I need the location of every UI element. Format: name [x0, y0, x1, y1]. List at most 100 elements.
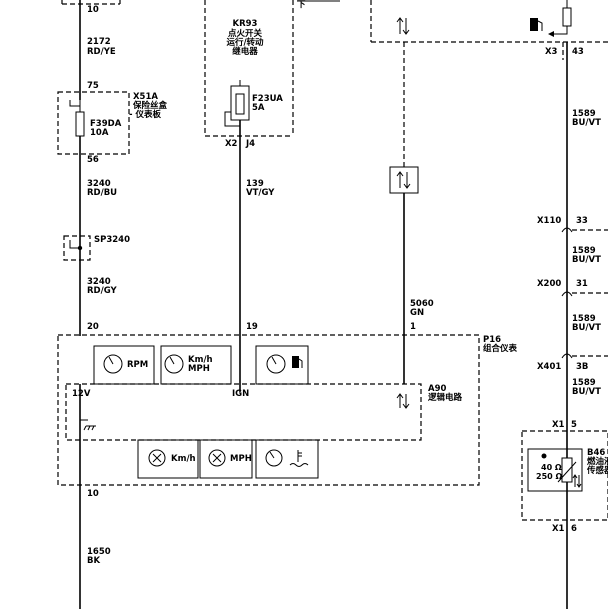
sensor-outer-box [521, 430, 608, 521]
fuse-block-id: X51A [133, 92, 158, 102]
conn-x110-pin: 33 [576, 216, 588, 226]
mid-wire: 139 VT/GY 19 [239, 120, 275, 392]
relay-fuse-rating: 5A [252, 103, 265, 113]
pin-12v: 12V [72, 389, 91, 399]
sensor-resistor-icon [561, 457, 573, 483]
relay-line3: 继电器 [232, 46, 258, 57]
fuse-block-name: 保险丝盒 [132, 100, 168, 111]
splice-box [63, 235, 91, 261]
right-seg2-circuit: 1589 [572, 246, 596, 256]
right-seg4-circuit: 1589 [572, 378, 596, 388]
sensor-sub: 传感器 [586, 465, 608, 476]
left-seg1-color: RD/YE [87, 47, 116, 57]
conn-x401-icon [561, 353, 573, 359]
sensor-top-connector: X1 [552, 420, 565, 430]
cluster-id: P16 [483, 335, 501, 345]
fuel-pump-icon [292, 356, 303, 368]
lamp-mph: MPH [230, 454, 252, 464]
fuse-block-sub: - 仪表板 [129, 109, 161, 120]
data-link-box [389, 166, 419, 194]
sensor-id: B46 [587, 448, 605, 458]
gauge-speed-b: MPH [188, 364, 210, 374]
fuse-id: F39DA [90, 119, 122, 129]
relay-line1: 点火开关 [228, 28, 263, 39]
data-arrows-top-icon [396, 17, 410, 35]
fuse-bottom-pin: 56 [87, 155, 99, 165]
left-seg3-circuit: 3240 [87, 277, 111, 287]
cluster-bottom-pin: 10 [87, 489, 99, 499]
mid-wire-color: VT/GY [246, 188, 275, 198]
internal-ground-icon [79, 419, 96, 440]
left-top-pin: 10 [87, 5, 99, 15]
sensor-name: 燃油液 [587, 456, 608, 467]
left-seg4-color: BK [87, 556, 100, 566]
conn-x200-id: X200 [537, 279, 561, 289]
relay-pin-j4: J4 [245, 139, 255, 149]
fuse-top-pin: 75 [87, 81, 99, 91]
cluster-pin-19: 19 [246, 322, 258, 332]
fuse-f23ua-icon [235, 93, 245, 115]
conn-x200-pin: 31 [576, 279, 588, 289]
left-seg4-circuit: 1650 [87, 547, 111, 557]
sensor-arrows-icon [572, 474, 582, 488]
fuse-rating: 10A [90, 128, 109, 138]
sensor-bottom-connector: X1 [552, 524, 565, 534]
left-seg2-circuit: 3240 [87, 179, 111, 189]
right-top-connector: X3 [545, 47, 558, 57]
right-seg2-color: BU/VT [572, 255, 601, 265]
right-seg3-color: BU/VT [572, 323, 601, 333]
right-seg1-color: BU/VT [572, 118, 601, 128]
cluster-pin-1: 1 [410, 322, 416, 332]
gauge-speed-a: Km/h [188, 355, 213, 365]
sensor-float-icon [541, 453, 547, 459]
right-seg3-circuit: 1589 [572, 314, 596, 324]
data-wire-color: GN [410, 308, 424, 318]
left-seg3-color: RD/GY [87, 286, 117, 296]
sensor-r1: 40 Ω [541, 463, 562, 472]
right-fuse-icon [562, 7, 572, 27]
cluster-pin-20: 20 [87, 322, 99, 332]
logic-data-arrows-icon [396, 393, 410, 409]
sensor-r2: 250 Ω [536, 472, 562, 481]
conn-x110-icon [561, 227, 573, 233]
relay-id: KR93 [233, 19, 258, 29]
relay-top-fragment: 下 [297, 0, 306, 10]
coolant-temp-icon [289, 450, 309, 467]
relay-fuse-id: F23UA [252, 94, 283, 104]
gauge-rpm: RPM [127, 360, 148, 370]
right-wire: X3 43 1589 BU/VT X110 33 1589 BU/VT X200… [521, 0, 608, 609]
conn-x200-icon [561, 291, 573, 297]
right-seg1-circuit: 1589 [572, 109, 596, 119]
pin-ign: IGN [232, 389, 249, 399]
conn-x110-id: X110 [537, 216, 561, 226]
conn-x401-pin: 3B [576, 362, 588, 372]
fuse-block-box [57, 91, 130, 155]
left-seg2-color: RD/BU [87, 188, 117, 198]
cluster-box [57, 334, 480, 486]
logic-name: 逻辑电路 [427, 392, 463, 403]
conn-x401-id: X401 [537, 362, 561, 372]
right-top-pin: 43 [572, 47, 584, 57]
left-seg1-circuit: 2172 [87, 37, 111, 47]
relay-line2: 运行/转动 [226, 37, 264, 48]
logic-id: A90 [428, 384, 446, 394]
data-wire-circuit: 5060 [410, 299, 434, 309]
sensor-top-pin: 5 [571, 420, 577, 430]
left-wire-lower: 1650 BK [79, 384, 111, 609]
relay-pin-x2: X2 [225, 139, 238, 149]
sensor-inner-box [527, 448, 583, 492]
data-arrows-mid-icon [396, 171, 411, 189]
left-wire: 10 2172 RD/YE 75 X51A 保险丝盒 - 仪表板 F39DA 1… [57, 0, 168, 336]
mid-wire-circuit: 139 [246, 179, 264, 189]
fuse-f39da-icon [75, 111, 85, 137]
sensor-bottom-pin: 6 [571, 524, 577, 534]
relay-block: 下 KR93 点火开关 运行/转动 继电器 F23UA 5A X2 J4 [204, 0, 340, 149]
lamp-kmh: Km/h [171, 454, 196, 464]
right-seg4-color: BU/VT [572, 387, 601, 397]
fuel-pump-right-icon [530, 18, 543, 31]
splice-id: SP3240 [94, 235, 130, 245]
cluster-name: 组合仪表 [483, 343, 518, 354]
instrument-cluster: P16 组合仪表 RPM Km/h MPH A90 逻辑电路 12V IGN [57, 334, 518, 499]
data-wire: 5060 GN 1 [370, 0, 608, 384]
